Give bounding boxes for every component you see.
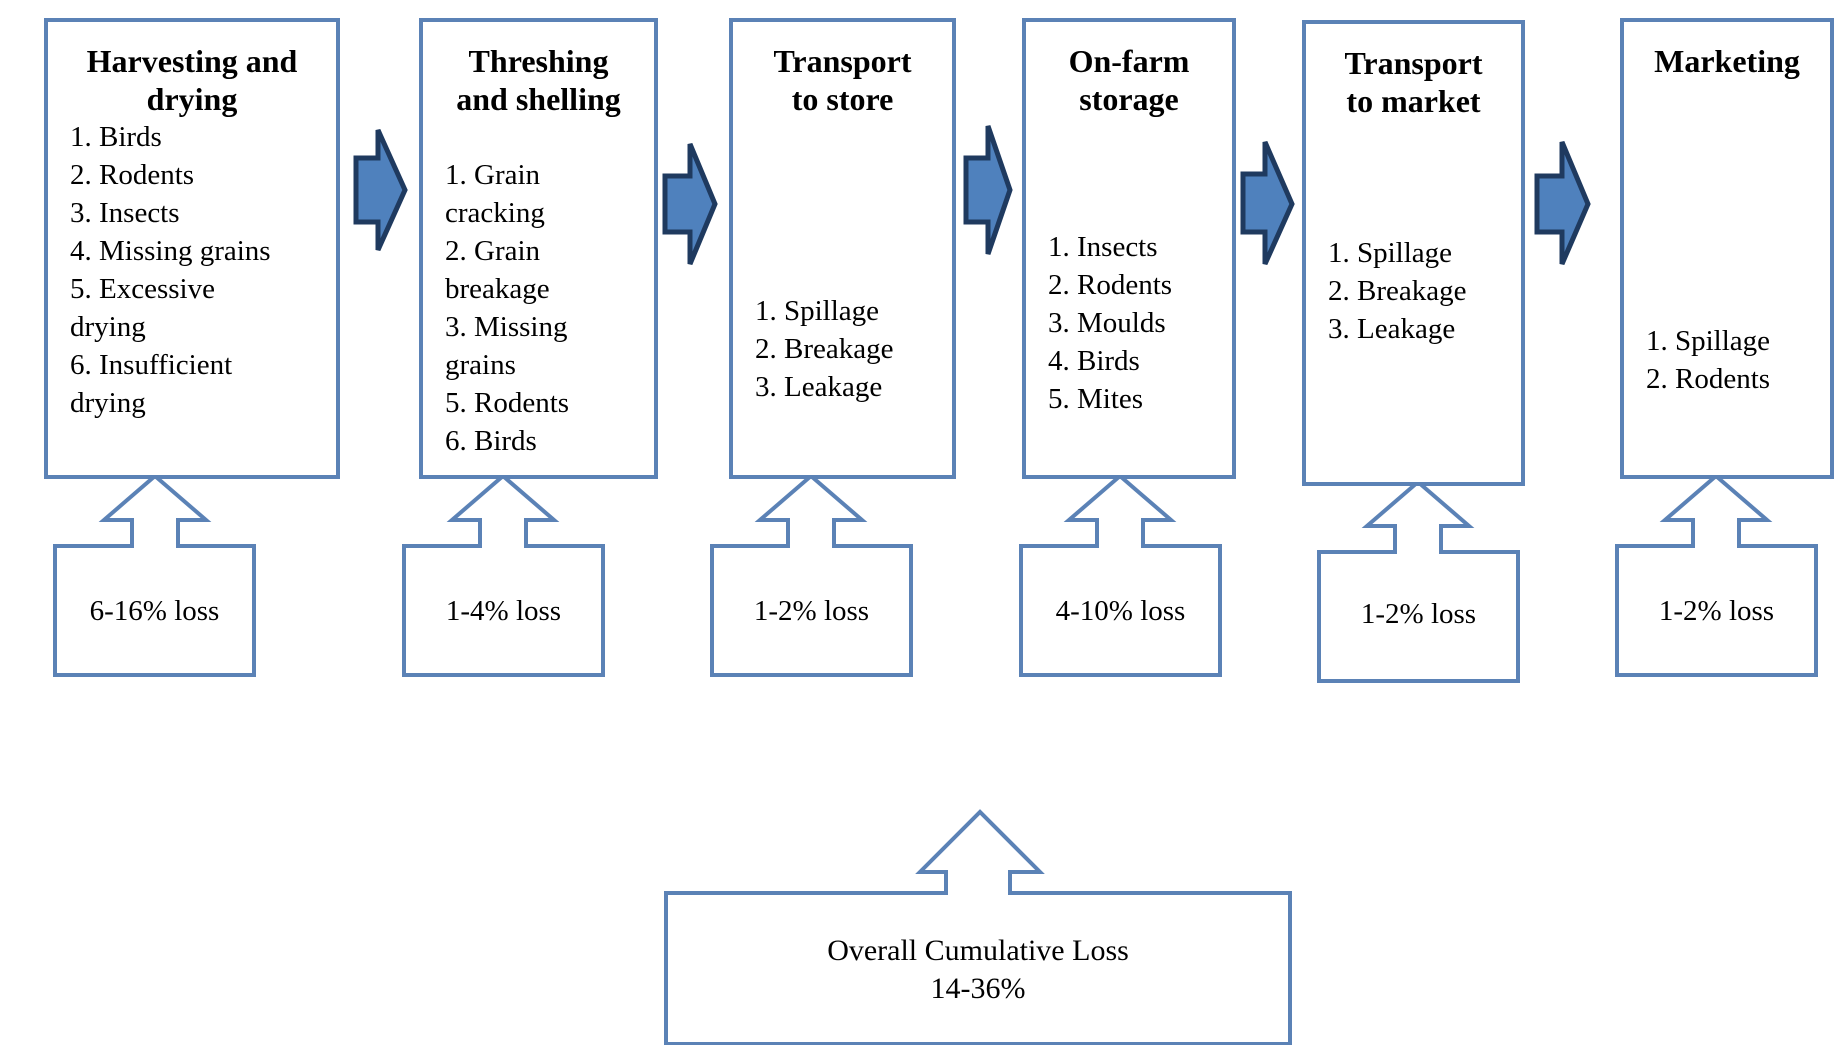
loss-label-threshing: 1-4% loss (445, 594, 562, 627)
overall-loss-text: Overall Cumulative Loss 14-36% (666, 895, 1290, 1044)
loss-callout-2 (402, 473, 605, 677)
stage-causes-list: 1. Spillage 2. Breakage 3. Leakage (1328, 237, 1467, 345)
stage-title: Transport to market (1344, 45, 1483, 119)
flow-arrow-4 (1240, 141, 1295, 266)
loss-callout-5 (1317, 479, 1520, 683)
loss-label-harvesting: 6-16% loss (89, 594, 220, 627)
stage-causes-list: 1. Spillage 2. Rodents (1646, 325, 1771, 395)
overall-loss-value: 14-36% (930, 971, 1026, 1005)
loss-callout-3 (710, 473, 913, 677)
stage-box-threshing: Threshing and shelling 1. Grain cracking… (419, 18, 658, 479)
loss-label-transport-market: 1-2% loss (1360, 597, 1477, 630)
stage-title: Transport to store (773, 43, 912, 117)
loss-label-marketing: 1-2% loss (1658, 594, 1775, 627)
stage-box-on-farm-storage: On-farm storage 1. Insects 2. Rodents 3.… (1022, 18, 1236, 479)
loss-label-on-farm-storage: 4-10% loss (1055, 594, 1186, 627)
stage-causes-list: 1. Grain cracking 2. Grain breakage 3. M… (445, 159, 570, 457)
stage-causes-list: 1. Spillage 2. Breakage 3. Leakage (755, 295, 894, 403)
stage-title: Marketing (1654, 43, 1800, 79)
stage-box-transport-store: Transport to store 1. Spillage 2. Breaka… (729, 18, 956, 479)
loss-callout-4 (1019, 473, 1222, 677)
stage-causes-list: 1. Birds 2. Rodents 3. Insects 4. Missin… (70, 121, 271, 419)
stage-causes-list: 1. Insects 2. Rodents 3. Moulds 4. Birds… (1048, 231, 1173, 415)
loss-label-transport-store: 1-2% loss (753, 594, 870, 627)
loss-callout-6 (1615, 473, 1818, 677)
stage-box-marketing: Marketing 1. Spillage 2. Rodents (1620, 18, 1834, 479)
stage-title: On-farm storage (1068, 43, 1190, 117)
stage-box-transport-market: Transport to market 1. Spillage 2. Break… (1302, 20, 1525, 486)
flow-arrow-3 (963, 125, 1013, 255)
flow-arrow-2 (662, 143, 718, 265)
overall-loss-label: Overall Cumulative Loss (827, 933, 1129, 967)
loss-callout-1 (53, 473, 256, 677)
flow-arrow-5 (1534, 141, 1591, 265)
stage-title: Threshing and shelling (456, 43, 621, 117)
flow-arrow-1 (353, 128, 408, 252)
overall-loss-callout (664, 809, 1292, 1045)
stage-box-harvesting: Harvesting and drying 1. Birds 2. Rodent… (44, 18, 340, 479)
stage-title: Harvesting and drying (86, 43, 298, 117)
